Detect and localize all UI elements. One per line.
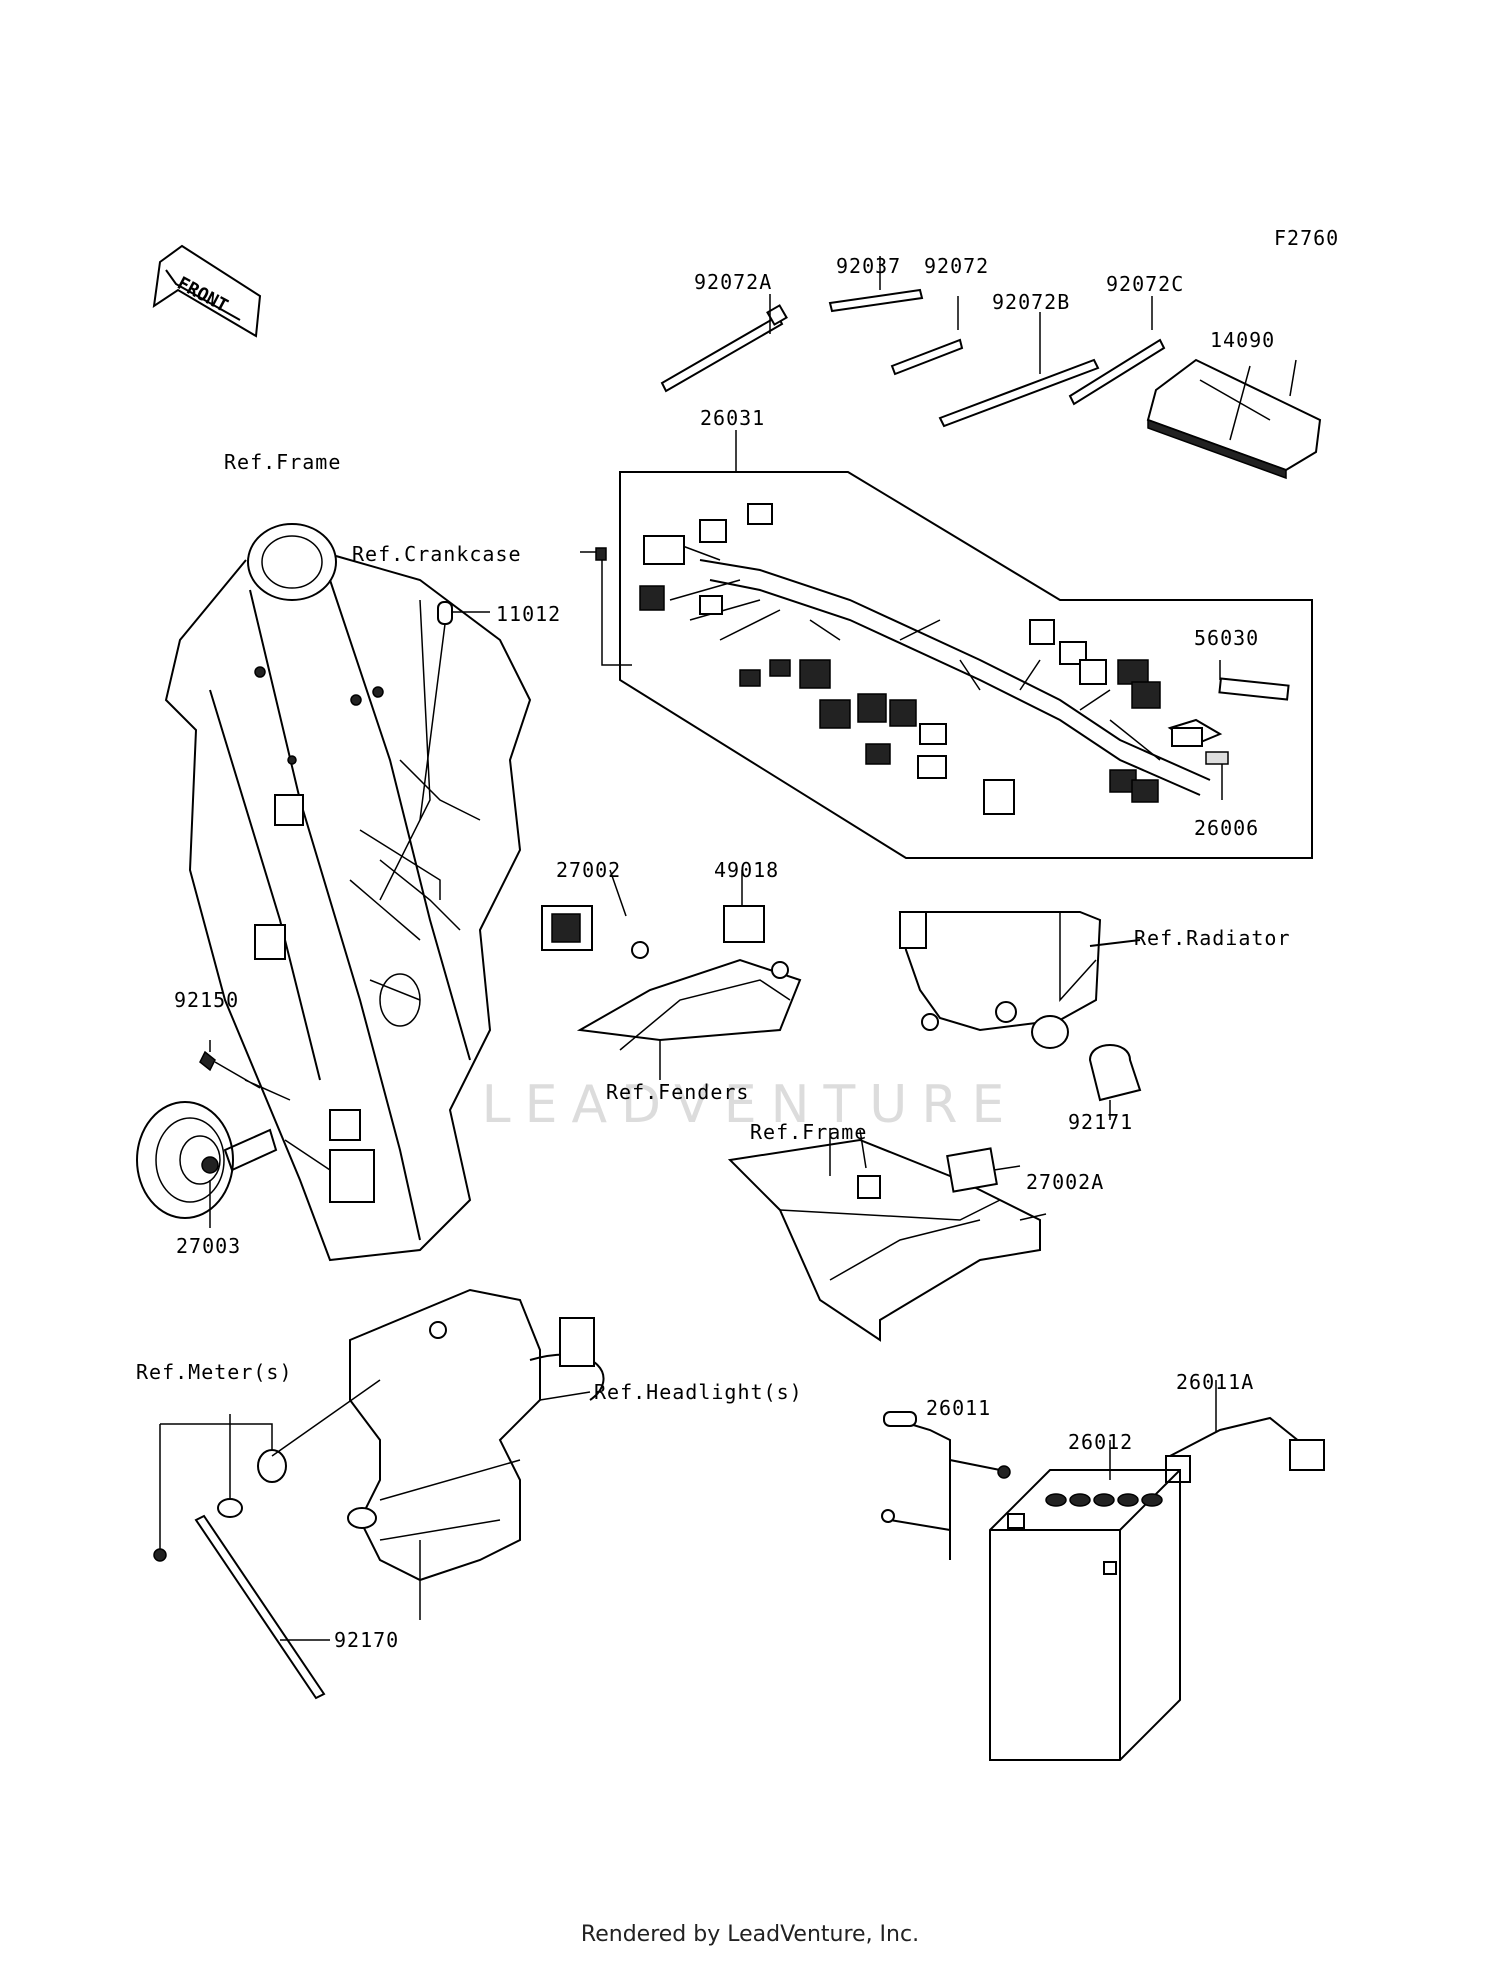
fender-drawing: [576, 941, 802, 1080]
front-arrow-icon: FRONT: [152, 244, 262, 338]
part-26006: [1205, 751, 1229, 800]
diagram-id: F2760: [1274, 226, 1340, 250]
cable-26011: [881, 1411, 1011, 1560]
cap-11012: [419, 601, 490, 821]
label-ref-meters[interactable]: Ref.Meter(s): [136, 1360, 293, 1384]
label-26012[interactable]: 26012: [1068, 1430, 1134, 1454]
watermark: LEADVENTURE: [481, 1075, 1019, 1135]
harness-box: [619, 471, 1313, 859]
label-26011[interactable]: 26011: [926, 1396, 992, 1420]
part-49018: [723, 870, 765, 943]
strap-92170: [194, 1514, 330, 1700]
battery-26012: [989, 1440, 1181, 1761]
label-ref-frame-mid[interactable]: Ref.Frame: [750, 1120, 868, 1144]
label-92072C[interactable]: 92072C: [1106, 272, 1185, 296]
clamp-92171: [1088, 1044, 1142, 1120]
horn-27003: [136, 1101, 278, 1228]
crankcase-leader: [580, 551, 632, 666]
crankcase-bolt-icon: [595, 547, 607, 561]
label-26031[interactable]: 26031: [700, 406, 766, 430]
label-ref-radiator[interactable]: Ref.Radiator: [1134, 926, 1291, 950]
label-26006[interactable]: 26006: [1194, 816, 1260, 840]
label-92072[interactable]: 92072: [924, 254, 990, 278]
label-49018[interactable]: 49018: [714, 858, 780, 882]
part-56030: [1167, 660, 1290, 747]
label-ref-fenders[interactable]: Ref.Fenders: [606, 1080, 750, 1104]
bolt-92150: [199, 1040, 331, 1171]
label-92150[interactable]: 92150: [174, 988, 240, 1012]
label-92171[interactable]: 92171: [1068, 1110, 1134, 1134]
label-27002A[interactable]: 27002A: [1026, 1170, 1105, 1194]
front-arrow-text: FRONT: [174, 273, 232, 317]
sheet-14090: [1146, 358, 1322, 480]
relay-27002A: [946, 1147, 1047, 1221]
label-92072B[interactable]: 92072B: [992, 290, 1071, 314]
wiring-harness-26031: [639, 503, 1211, 815]
relay-27002: [541, 869, 627, 951]
label-11012[interactable]: 11012: [496, 602, 562, 626]
label-ref-frame-top[interactable]: Ref.Frame: [224, 450, 342, 474]
label-ref-headlights[interactable]: Ref.Headlight(s): [594, 1380, 803, 1404]
cable-ties: [660, 256, 1166, 428]
label-26011A[interactable]: 26011A: [1176, 1370, 1255, 1394]
label-92072A[interactable]: 92072A: [694, 270, 773, 294]
footer-credit: Rendered by LeadVenture, Inc.: [580, 1922, 920, 1947]
headlight-bracket: [347, 1288, 605, 1620]
label-56030[interactable]: 56030: [1194, 626, 1260, 650]
label-92170[interactable]: 92170: [334, 1628, 400, 1652]
radiator-bracket: [898, 911, 1141, 1049]
label-92037[interactable]: 92037: [836, 254, 902, 278]
label-14090[interactable]: 14090: [1210, 328, 1276, 352]
cable-26011A: [1165, 1380, 1325, 1483]
rear-frame-drawing: [727, 1128, 1041, 1342]
label-27002[interactable]: 27002: [556, 858, 622, 882]
label-27003[interactable]: 27003: [176, 1234, 242, 1258]
label-ref-crankcase[interactable]: Ref.Crankcase: [352, 542, 522, 566]
meter-parts: [153, 1379, 381, 1562]
frame-drawing: [164, 523, 532, 1262]
